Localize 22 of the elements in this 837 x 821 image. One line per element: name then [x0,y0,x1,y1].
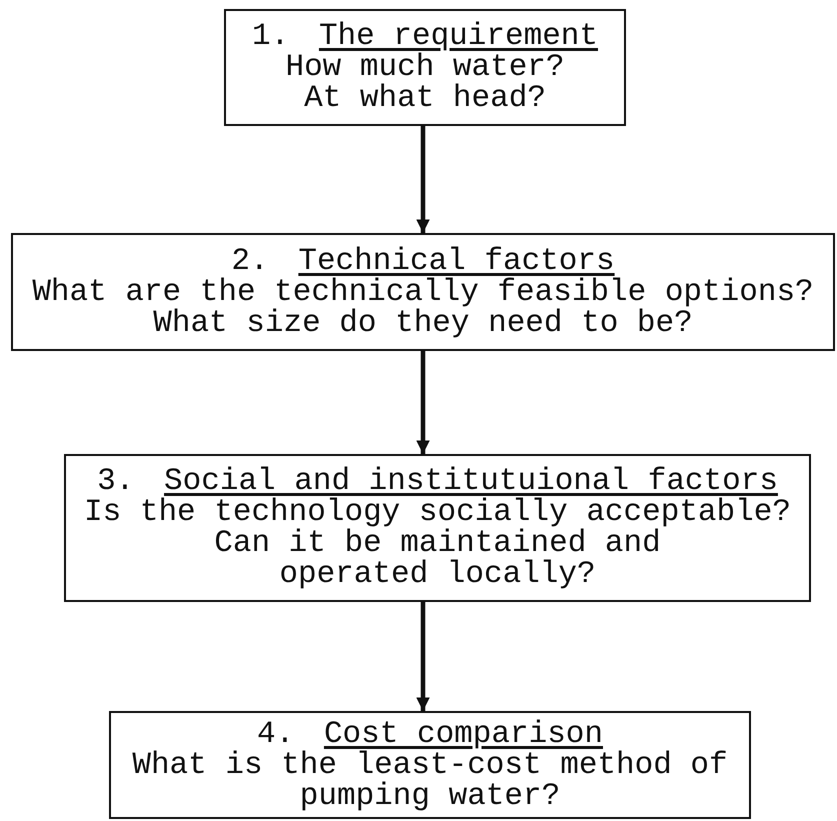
step-number: 3. [97,466,134,497]
step-title: Cost comparison [324,718,603,750]
step-number: 4. [256,718,294,750]
process-box [224,9,626,126]
step-title: The requirement [318,21,598,52]
step-number: 2. [231,246,269,276]
step-title: Technical factors [298,246,615,276]
arrow [416,351,430,454]
process-box [64,454,811,602]
question-text: Can it be maintained and operated locally? [213,528,661,590]
step-number: 1. [252,21,290,52]
arrow [416,602,430,711]
step-title: Social and institutuional factors [164,466,778,497]
question-text: What is the least-cost method of pumping water? [131,750,729,812]
question-text: What size do they need to be? [153,308,693,338]
question-text: Is the technology socially acceptable? [84,497,791,528]
process-box [109,711,751,819]
arrow [416,126,430,233]
process-box [11,233,835,351]
question-text: How much water? [285,52,565,83]
question-text: At what head? [304,83,546,114]
question-text: What are the technically feasible options? [32,276,814,308]
